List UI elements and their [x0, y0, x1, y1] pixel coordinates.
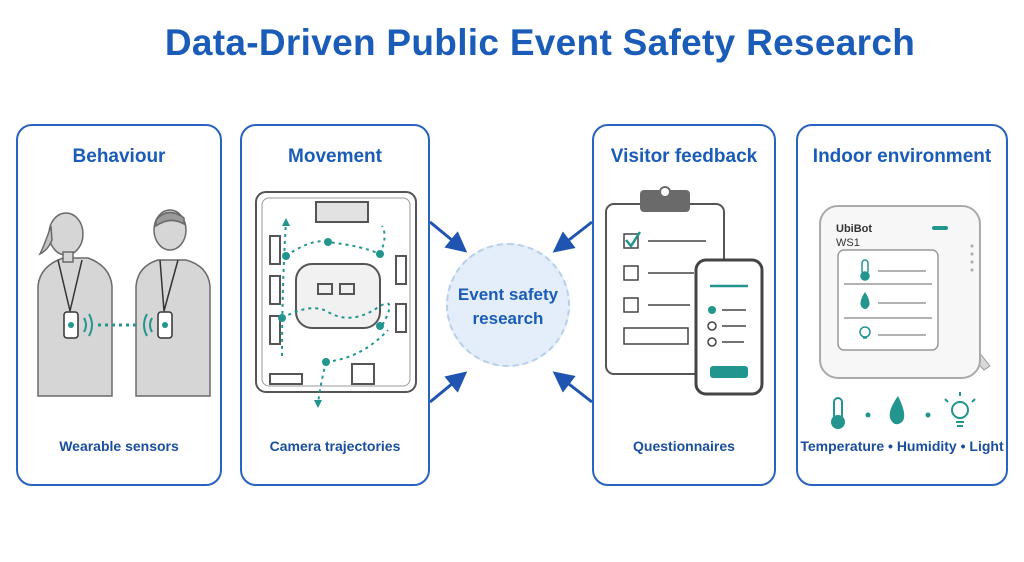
thermometer-icon — [831, 397, 845, 429]
panel-title-environment: Indoor environment — [812, 146, 992, 167]
person-right-icon — [135, 209, 211, 397]
light-bulb-icon — [944, 392, 976, 427]
center-label-line2: research — [472, 309, 544, 328]
device-model: WS1 — [836, 237, 860, 249]
questionnaire-illustration — [605, 186, 764, 396]
signal-icon — [83, 313, 153, 337]
device-droplet-icon — [860, 292, 870, 309]
floor-plan-trajectories — [255, 191, 417, 408]
separator-dot — [925, 412, 931, 418]
page-title: Data-Driven Public Event Safety Research — [164, 22, 916, 63]
person-left-icon — [37, 212, 113, 397]
arrow-movement-out — [429, 371, 468, 404]
panel-caption-behaviour: Wearable sensors — [59, 438, 179, 454]
smartphone-icon — [694, 258, 764, 396]
center-label-line1: Event safety — [457, 285, 559, 304]
arrow-movement-in — [429, 220, 468, 253]
panel-indoor-environment: Indoor environment UbiBot WS1 — [796, 124, 1008, 486]
device-thermometer-icon — [860, 259, 870, 281]
panel-caption-feedback: Questionnaires — [633, 438, 735, 454]
panel-movement: Movement Camera trajectori — [240, 124, 430, 486]
panel-title-movement: Movement — [288, 146, 382, 167]
panel-visitor-feedback: Visitor feedback — [592, 124, 776, 486]
center-circle — [446, 243, 570, 367]
trajectory-points — [278, 238, 384, 366]
panel-title-feedback: Visitor feedback — [610, 146, 758, 167]
device-bulb-icon — [859, 326, 871, 339]
device-brand: UbiBot — [836, 223, 872, 235]
separator-dot — [865, 412, 871, 418]
center-label: Event safety research — [446, 283, 570, 331]
device-readings — [844, 270, 932, 336]
panel-title-behaviour: Behaviour — [72, 146, 166, 167]
arrow-feedback-in — [552, 220, 593, 253]
panel-caption-movement: Camera trajectories — [269, 438, 401, 454]
sensor-device-illustration: UbiBot WS1 — [819, 205, 991, 429]
panel-behaviour: Behaviour Wearable sensors — [16, 124, 222, 486]
panel-caption-environment: Temperature • Humidity • Light — [800, 438, 1004, 454]
droplet-icon — [889, 396, 905, 425]
people-wearables-illustration — [37, 209, 211, 397]
arrow-feedback-out — [552, 371, 593, 404]
floor-plan-icon — [255, 191, 417, 393]
trajectory-arrowheads — [282, 218, 322, 408]
